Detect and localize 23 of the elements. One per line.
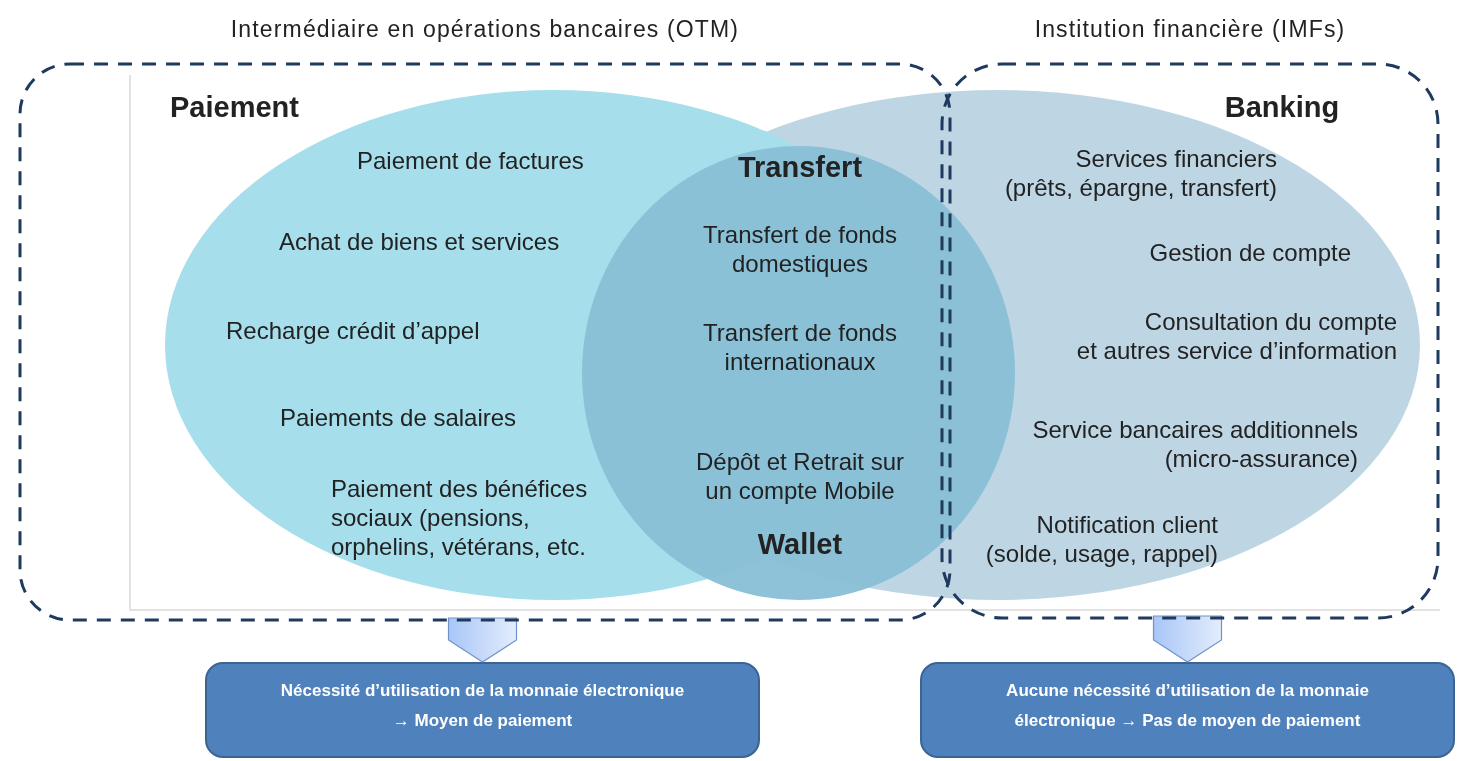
service-label: Transfert de fonds internationaux	[702, 318, 898, 376]
region-heading: Intermédiaire en opérations bancaires (OTM)	[229, 15, 741, 44]
service-label: Achat de biens et services	[279, 227, 561, 256]
service-label: Recharge crédit d’appel	[226, 316, 481, 345]
result-box: Nécessité d’utilisation de la monnaie électronique → Moyen de paiement	[205, 662, 760, 758]
service-label: Dépôt et Retrait sur un compte Mobile	[694, 447, 906, 505]
service-label: Paiements de salaires	[280, 403, 518, 432]
service-label: Notification client (solde, usage, rappel)	[984, 510, 1218, 568]
category-title: Banking	[1223, 90, 1341, 124]
service-label: Services financiers (prêts, épargne, transfert)	[1003, 144, 1277, 202]
service-label: Consultation du compte et autres service d’information	[1075, 307, 1397, 365]
category-title: Transfert	[736, 150, 864, 184]
block-arrow	[1152, 615, 1223, 663]
service-label: Gestion de compte	[1148, 238, 1351, 267]
block-arrow	[447, 617, 518, 663]
category-title: Wallet	[756, 527, 844, 561]
result-box: Aucune nécessité d’utilisation de la monnaie électronique → Pas de moyen de paiement	[920, 662, 1455, 758]
service-label: Service bancaires additionnels (micro-assurance)	[1031, 415, 1358, 473]
region-heading: Institution financière (IMFs)	[1033, 15, 1347, 44]
service-label: Transfert de fonds domestiques	[702, 220, 898, 278]
service-label: Paiement des bénéfices sociaux (pensions, orphelins, vétérans, etc.	[331, 474, 589, 561]
service-label: Paiement de factures	[357, 146, 585, 175]
category-title: Paiement	[170, 90, 300, 124]
